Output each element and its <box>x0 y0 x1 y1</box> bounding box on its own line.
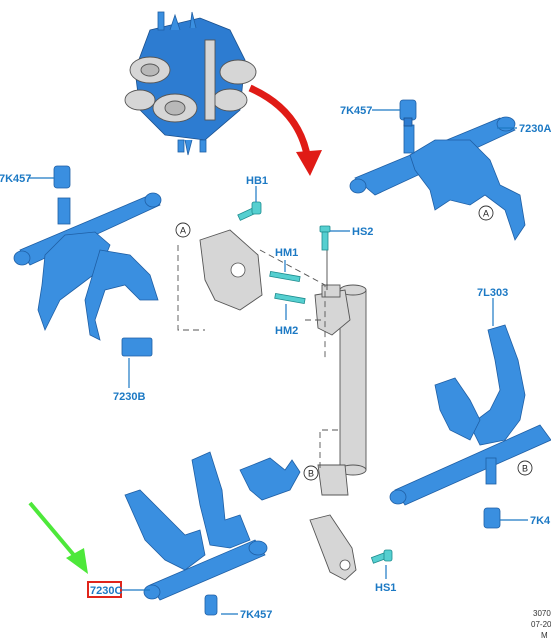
callout-7k457-top-right: 7K457 <box>340 105 372 117</box>
red-direction-arrow <box>248 84 322 176</box>
marker-a-left-label: A <box>180 226 186 236</box>
shift-rail-assembly <box>314 284 367 496</box>
reference-line-3: M <box>541 631 548 639</box>
bolt-hs2 <box>319 225 331 251</box>
callout-hs2: HS2 <box>352 226 373 238</box>
bolt-hb1 <box>237 201 262 221</box>
selected-part-highlight <box>87 581 122 598</box>
reference-line-1: 3070 <box>533 609 551 618</box>
marker-b-center-label: B <box>308 469 314 479</box>
callout-hm2: HM2 <box>275 325 298 337</box>
transmission-assembly <box>124 11 257 156</box>
marker-b-right <box>517 460 533 476</box>
callout-7l303: 7L303 <box>477 287 508 299</box>
callout-7k457-bottom: 7K457 <box>240 609 272 621</box>
marker-a-right-label: A <box>483 209 489 219</box>
callout-hb1: HB1 <box>246 175 268 187</box>
shift-fork-7230b <box>13 165 162 357</box>
callout-7k457-left: 7K457 <box>0 173 31 185</box>
figure-reference: 3070 07-20 M <box>531 609 551 639</box>
marker-b-center <box>303 465 319 481</box>
marker-a-left <box>175 222 191 238</box>
callout-hs1: HS1 <box>375 582 396 594</box>
pin-hm1 <box>269 270 301 283</box>
callout-7230c[interactable]: 7230C <box>90 585 122 597</box>
shift-fork-7230a <box>349 99 526 241</box>
green-pointer-arrow <box>28 501 88 574</box>
shift-fork-7230c <box>124 451 301 616</box>
reference-line-2: 07-20 <box>531 620 551 629</box>
callout-hm1: HM1 <box>275 247 298 259</box>
selector-bracket <box>199 229 263 311</box>
marker-a-right <box>478 205 494 221</box>
bolt-hs1 <box>370 549 393 564</box>
lower-lever <box>309 514 357 581</box>
shift-fork-7l303 <box>389 324 551 529</box>
callout-7230a: 7230A <box>519 123 551 135</box>
pin-hm2 <box>274 292 306 305</box>
marker-b-right-label: B <box>522 464 528 474</box>
callout-7230b: 7230B <box>113 391 145 403</box>
callout-7k457-bottom-right: 7K4 <box>530 515 551 527</box>
